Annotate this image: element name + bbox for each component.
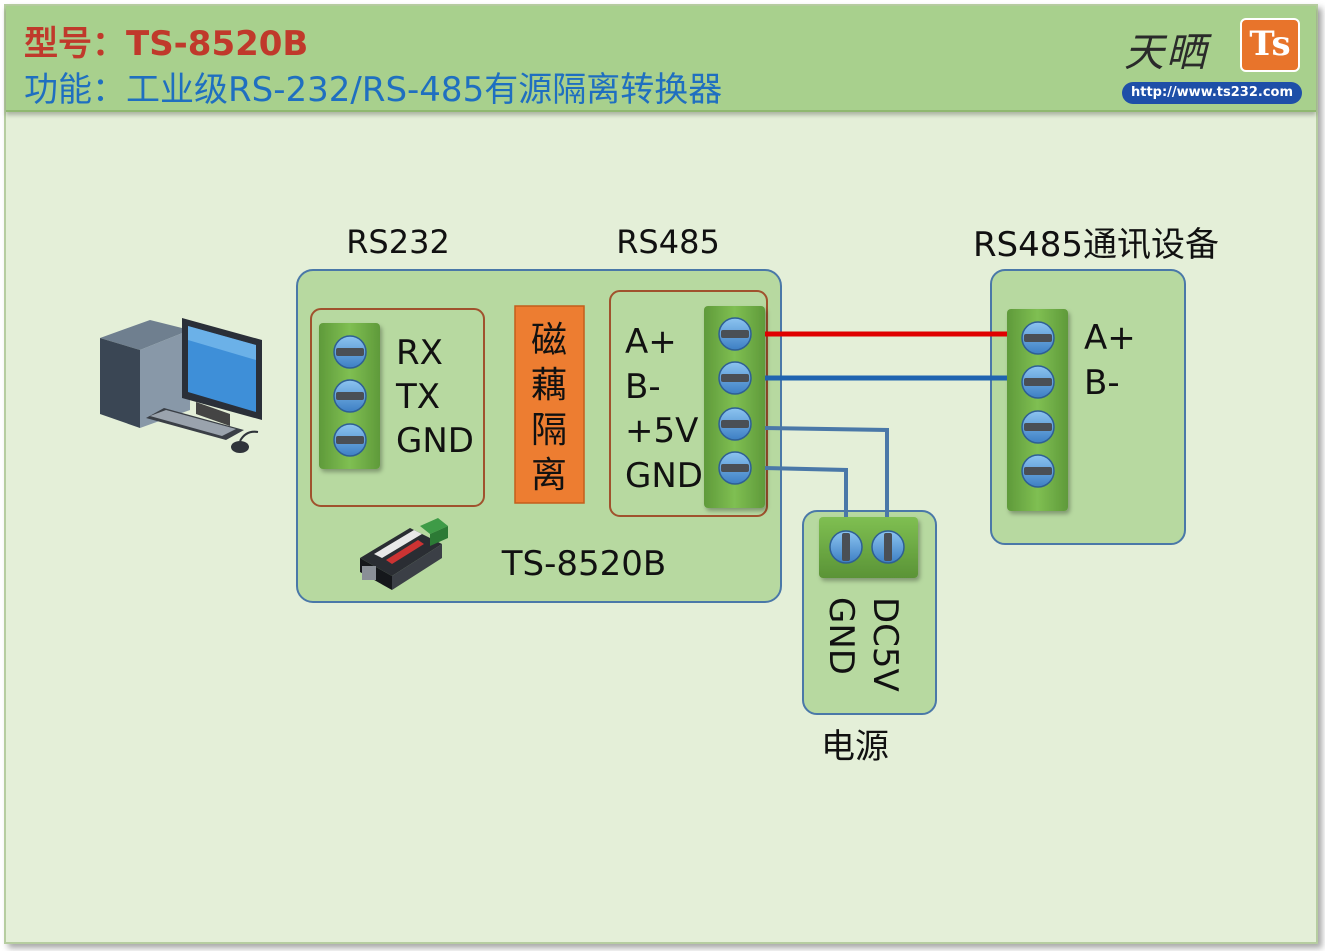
rs485-title: RS485 — [616, 223, 720, 261]
desktop-computer-icon — [100, 318, 262, 453]
model-value: TS-8520B — [126, 24, 309, 64]
isolation-char-4: 离 — [531, 455, 567, 496]
model-label: 型号： — [24, 24, 126, 64]
wire-5v — [764, 426, 889, 517]
isolation-char-1: 磁 — [531, 320, 567, 361]
power-screw-gnd[interactable] — [829, 530, 863, 564]
device-screw-a[interactable] — [1021, 321, 1055, 355]
converter-device-icon — [360, 518, 448, 590]
power-title: 电源 — [821, 727, 889, 767]
rs232-pin-tx: TX — [395, 377, 440, 417]
power-pin-gnd: GND — [821, 597, 861, 675]
rs232-screw-gnd[interactable] — [333, 423, 367, 457]
header-bar: 型号：TS-8520B 功能：工业级RS-232/RS-485有源隔离转换器 天… — [6, 6, 1316, 112]
rs232-screw-tx[interactable] — [333, 379, 367, 413]
isolation-char-2: 藕 — [531, 365, 567, 406]
wire-gnd — [764, 466, 848, 517]
rs232-screw-rx[interactable] — [333, 335, 367, 369]
logo-badge: Ts — [1240, 18, 1300, 72]
rs232-title: RS232 — [346, 223, 450, 261]
rs485-pin-b: B- — [625, 367, 661, 407]
brand-logo[interactable]: 天晒 Ts http://www.ts232.com — [1118, 12, 1308, 108]
rs232-pin-gnd: GND — [396, 421, 474, 461]
logo-script: 天晒 — [1124, 30, 1208, 76]
device-pin-b: B- — [1084, 363, 1120, 403]
logo-url[interactable]: http://www.ts232.com — [1122, 82, 1302, 104]
power-pin-dc5v: DC5V — [865, 597, 905, 692]
device-screw-3[interactable] — [1021, 410, 1055, 444]
model-line: 型号：TS-8520B — [24, 16, 308, 65]
converter-model-name: TS-8520B — [501, 544, 666, 584]
device-screw-4[interactable] — [1021, 454, 1055, 488]
rs485-screw-5v[interactable] — [718, 407, 752, 441]
rs485-pin-5v: +5V — [625, 411, 698, 451]
rs485-screw-b[interactable] — [718, 361, 752, 395]
rs485-pin-a: A+ — [625, 322, 677, 362]
rs485-screw-gnd[interactable] — [718, 451, 752, 485]
isolation-char-3: 隔 — [531, 410, 567, 451]
device-screw-b[interactable] — [1021, 365, 1055, 399]
rs232-pin-rx: RX — [396, 333, 443, 373]
power-screw-dc5v[interactable] — [871, 530, 905, 564]
device-terminal-block — [1007, 309, 1068, 511]
device-pin-a: A+ — [1084, 318, 1136, 358]
isolation-block — [514, 305, 585, 504]
device-title: RS485通讯设备 — [973, 225, 1219, 265]
rs485-pin-gnd: GND — [625, 456, 703, 496]
rs485-terminal-block — [704, 306, 765, 508]
rs485-screw-a[interactable] — [718, 317, 752, 351]
function-line: 功能：工业级RS-232/RS-485有源隔离转换器 — [24, 70, 723, 110]
